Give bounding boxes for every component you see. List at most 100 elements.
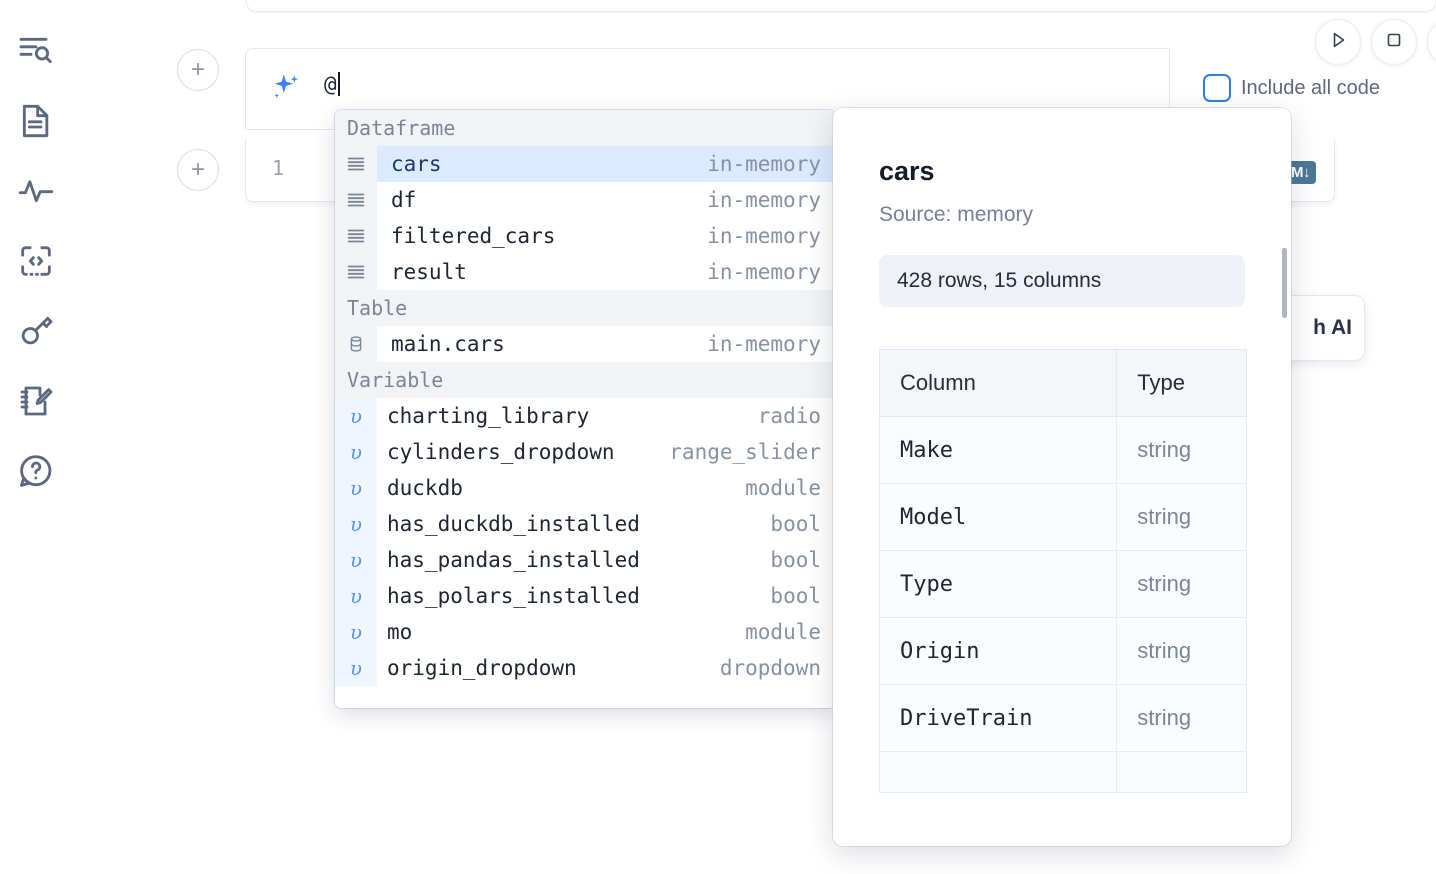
sidebar-item-help[interactable]	[10, 436, 62, 506]
variable-icon: υ	[335, 398, 377, 434]
autocomplete-item-type: in-memory	[707, 224, 821, 248]
variable-icon: υ	[335, 578, 377, 614]
stop-button[interactable]	[1371, 19, 1417, 65]
autocomplete-item-type: radio	[757, 404, 821, 428]
dataframe-icon	[335, 218, 377, 254]
detail-scrollbar[interactable]	[1282, 248, 1287, 318]
column-header-name: Column	[878, 349, 1118, 417]
completion-detail-popover: cars Source: memory 428 rows, 15 columns…	[833, 108, 1291, 846]
autocomplete-item-type: in-memory	[707, 152, 821, 176]
column-header-type: Type	[1116, 349, 1247, 417]
autocomplete-item-type: module	[745, 620, 821, 644]
sidebar-item-activity[interactable]	[10, 156, 62, 226]
column-type-cell: string	[1116, 550, 1247, 618]
sidebar-item-snippets[interactable]	[10, 226, 62, 296]
column-type-cell: string	[1116, 416, 1247, 484]
autocomplete-item-type: in-memory	[707, 260, 821, 284]
column-name-cell: Model	[878, 483, 1118, 551]
more-actions-button[interactable]	[1427, 19, 1436, 65]
variable-icon: υ	[335, 470, 377, 506]
dataframe-icon	[335, 254, 377, 290]
sidebar-item-files[interactable]	[10, 86, 62, 156]
autocomplete-item[interactable]: υ cylinders_dropdown range_slider	[335, 434, 835, 470]
add-cell-button-bottom[interactable]: +	[177, 149, 219, 191]
stop-square-icon	[1382, 28, 1406, 57]
column-name-cell	[878, 751, 1118, 793]
autocomplete-item[interactable]: υ origin_dropdown dropdown	[335, 650, 835, 686]
run-button[interactable]	[1315, 19, 1361, 65]
previous-cell-strip	[246, 0, 1436, 12]
autocomplete-item-type: bool	[770, 584, 821, 608]
column-name-cell: Type	[878, 550, 1118, 618]
text-caret	[337, 72, 340, 96]
column-type-cell: string	[1116, 684, 1247, 752]
dataframe-icon	[335, 182, 377, 218]
column-type-cell: string	[1116, 617, 1247, 685]
variable-icon: υ	[335, 650, 377, 686]
table-header-row: Column Type	[878, 349, 1247, 417]
autocomplete-item-name: result	[391, 260, 467, 284]
autocomplete-item-name: duckdb	[387, 476, 463, 500]
file-document-icon	[16, 101, 56, 141]
autocomplete-section-header: Table	[335, 290, 835, 326]
autocomplete-item-type: bool	[770, 548, 821, 572]
variable-icon: υ	[335, 434, 377, 470]
autocomplete-item-type: bool	[770, 512, 821, 536]
column-type-cell	[1116, 751, 1247, 793]
autocomplete-section-header: Variable	[335, 362, 835, 398]
autocomplete-item-name: has_pandas_installed	[387, 548, 640, 572]
autocomplete-item[interactable]: υ has_pandas_installed bool	[335, 542, 835, 578]
variable-icon: υ	[335, 542, 377, 578]
autocomplete-section-header: Dataframe	[335, 110, 835, 146]
left-sidebar	[0, 0, 72, 874]
code-brackets-icon	[16, 241, 56, 281]
autocomplete-item[interactable]: υ has_duckdb_installed bool	[335, 506, 835, 542]
column-name-cell: DriveTrain	[878, 684, 1118, 752]
generate-with-ai-label: h AI	[1313, 316, 1352, 339]
autocomplete-item-type: module	[745, 476, 821, 500]
outline-search-icon	[16, 31, 56, 71]
markdown-badge[interactable]: M↓	[1285, 161, 1316, 184]
autocomplete-item[interactable]: cars in-memory	[335, 146, 835, 182]
dataframe-icon	[335, 146, 377, 182]
detail-source: Source: memory	[879, 203, 1034, 226]
line-number: 1	[272, 156, 285, 180]
autocomplete-item-name: origin_dropdown	[387, 656, 577, 680]
autocomplete-item-name: cars	[391, 152, 442, 176]
detail-title: cars	[879, 156, 935, 186]
autocomplete-item-type: dropdown	[719, 656, 821, 680]
autocomplete-item[interactable]: filtered_cars in-memory	[335, 218, 835, 254]
autocomplete-item-type: range_slider	[669, 440, 821, 464]
add-cell-button-top[interactable]: +	[177, 49, 219, 91]
table-row	[878, 751, 1247, 793]
autocomplete-item-name: cylinders_dropdown	[387, 440, 615, 464]
activity-pulse-icon	[16, 171, 56, 211]
notebook-edit-icon	[16, 381, 56, 421]
variable-icon: υ	[335, 506, 377, 542]
ai-prompt-value: @	[324, 72, 337, 96]
sidebar-item-secrets[interactable]	[10, 296, 62, 366]
column-name-cell: Make	[878, 416, 1118, 484]
sidebar-item-scratchpad[interactable]	[10, 366, 62, 436]
detail-shape-badge: 428 rows, 15 columns	[879, 255, 1245, 307]
autocomplete-item-name: has_duckdb_installed	[387, 512, 640, 536]
autocomplete-item[interactable]: result in-memory	[335, 254, 835, 290]
sidebar-item-outline-search[interactable]	[10, 16, 62, 86]
include-all-code-checkbox[interactable]	[1203, 74, 1231, 102]
autocomplete-item-type: in-memory	[707, 332, 821, 356]
autocomplete-item-name: filtered_cars	[391, 224, 556, 248]
help-chat-icon	[16, 451, 56, 491]
include-all-code-row[interactable]: Include all code	[1203, 74, 1380, 102]
